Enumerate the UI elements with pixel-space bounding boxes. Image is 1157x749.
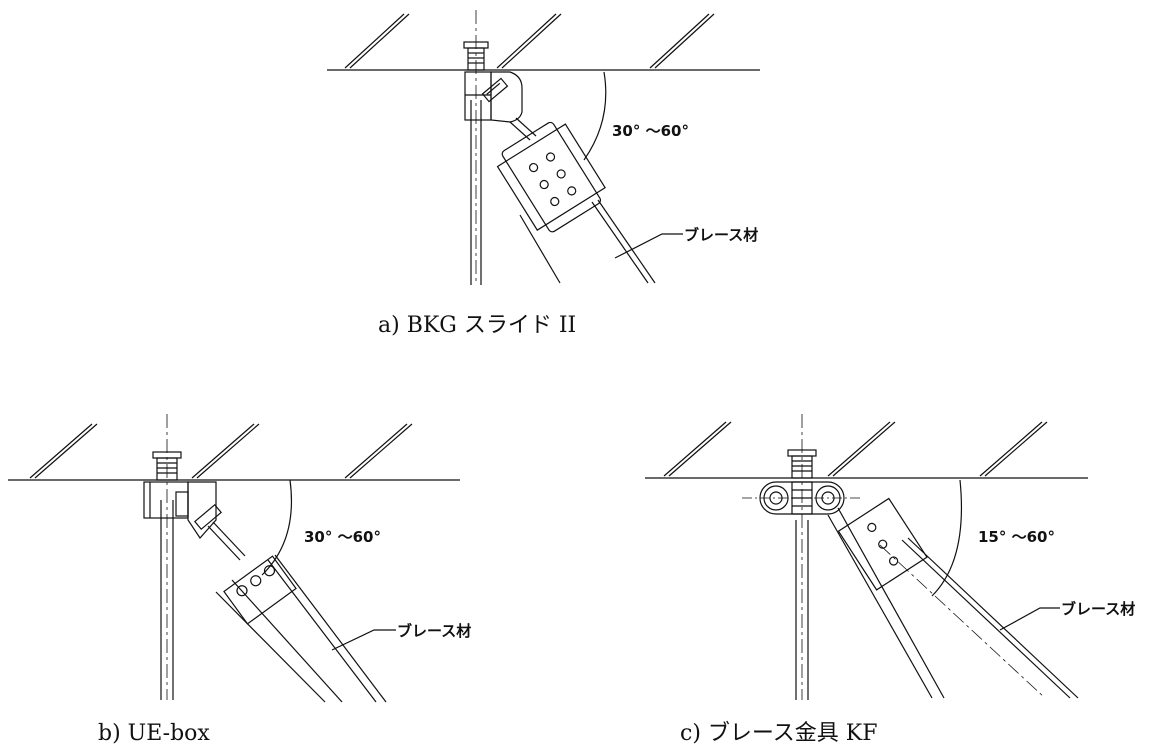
brace-label-b: ブレース材: [397, 622, 471, 640]
panel-c-kf-fitting: [645, 414, 1088, 700]
caption-a: a) BKG スライド II: [378, 313, 576, 338]
ceiling-hatch: [663, 421, 1048, 477]
angle-label-b: 30° ～60°: [304, 528, 381, 546]
caption-c: c) ブレース金具 KF: [680, 721, 878, 746]
panel-a-bkg-slide: [327, 10, 760, 285]
brace-member: [519, 214, 561, 284]
brace-fitting: [496, 121, 606, 233]
angle-arc: [261, 479, 293, 576]
label-leader: [331, 629, 396, 651]
ceiling-hatch: [29, 423, 413, 479]
angle-label-a: 30° ～60°: [612, 122, 689, 140]
brace-member: [215, 591, 326, 703]
brace-label-a: ブレース材: [684, 226, 758, 244]
brace-fitting: [837, 497, 928, 591]
label-leader: [614, 233, 683, 259]
clamp-body: [143, 481, 189, 519]
panel-b-ue-box: [8, 414, 460, 703]
angle-arc: [583, 71, 607, 161]
swivel-bracket: [490, 71, 523, 123]
caption-b: b) UE-box: [98, 721, 210, 746]
angle-arc: [931, 479, 963, 597]
clamp-body: [464, 71, 492, 121]
brace-label-c: ブレース材: [1061, 600, 1135, 618]
label-leader: [999, 607, 1060, 631]
angle-label-c: 15° ～60°: [978, 528, 1055, 546]
ceiling-hatch: [344, 13, 715, 69]
brace-fitting: [223, 555, 297, 625]
brace-member: [827, 514, 933, 699]
